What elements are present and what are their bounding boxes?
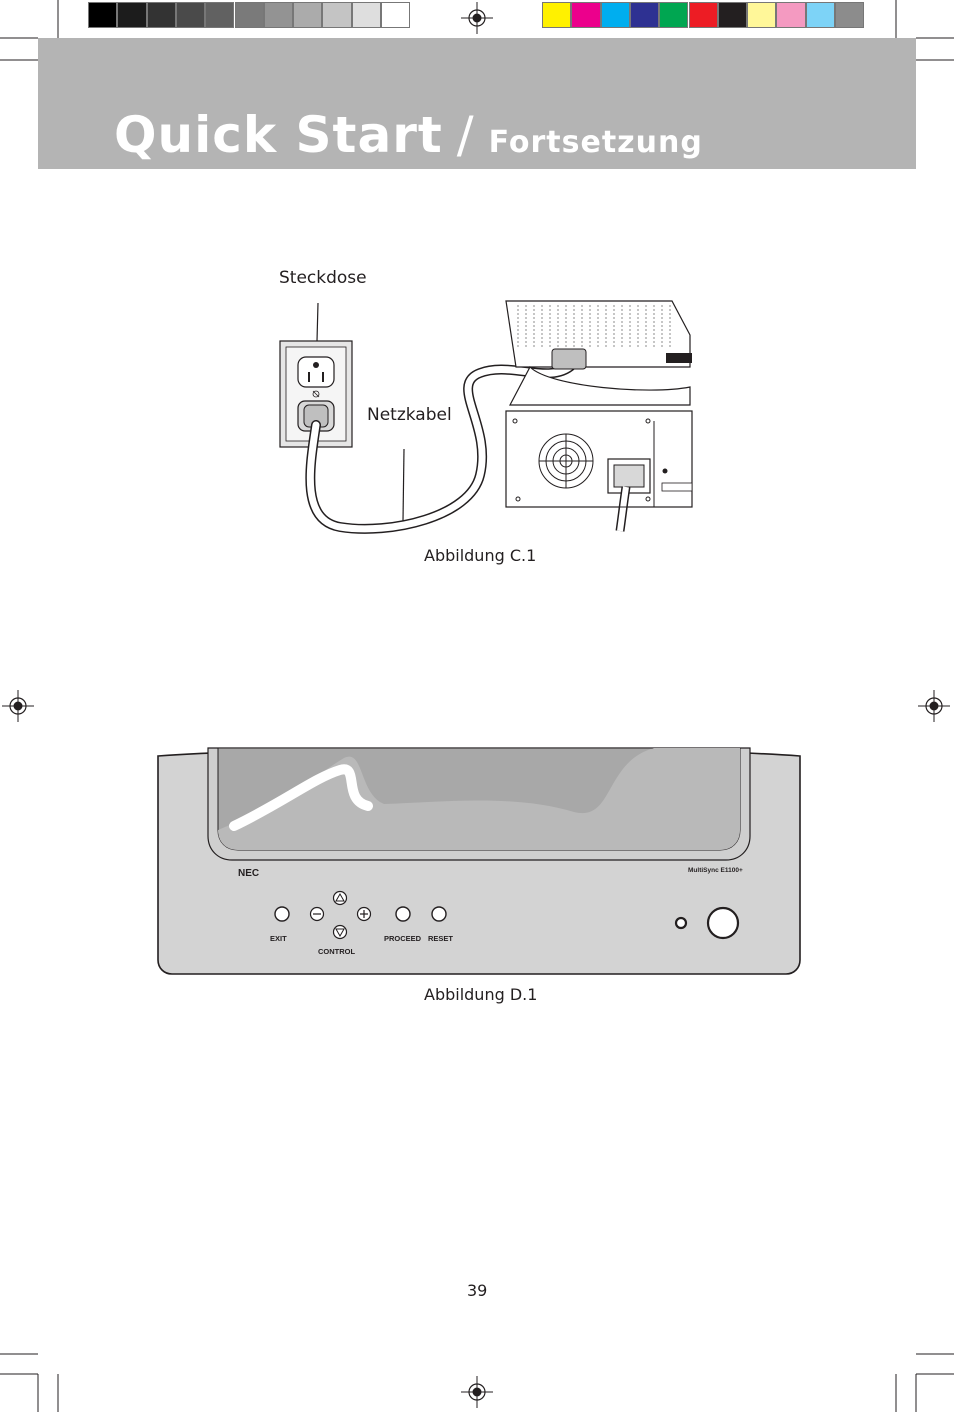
monitor-rear-upper [505, 300, 692, 406]
proceed-label: PROCEED [384, 934, 422, 943]
color-swatch [542, 2, 572, 28]
color-swatch [747, 2, 777, 28]
registration-mark-bottom [461, 1376, 493, 1408]
exit-button [274, 906, 290, 922]
outlet-label: Steckdose [279, 268, 367, 288]
color-swatch [805, 2, 835, 28]
title-slash: / [456, 106, 475, 164]
cable-leader-line [402, 448, 405, 522]
gray-swatch [263, 2, 294, 28]
power-switch [706, 906, 740, 940]
registration-mark-top [461, 2, 493, 34]
gray-swatch [322, 2, 352, 28]
outlet-leader-line [316, 302, 319, 342]
gray-swatch [205, 2, 235, 28]
figure-c1-caption: Abbildung C.1 [424, 546, 537, 565]
color-swatch [835, 2, 865, 28]
reset-label: RESET [428, 934, 453, 943]
registration-mark-right [918, 690, 950, 722]
page-title: Quick Start/ Fortsetzung [114, 106, 703, 164]
reset-button [431, 906, 447, 922]
title-main: Quick Start [114, 106, 443, 164]
color-swatch [629, 2, 660, 28]
cable-label: Netzkabel [367, 405, 452, 425]
control-label: CONTROL [318, 947, 355, 956]
figure-c1-illustration [279, 300, 693, 534]
color-swatch [600, 2, 630, 28]
figure-d1-illustration: NEC MultiSync E1100+ EXIT CONTROL PROCEE… [157, 747, 801, 975]
gray-swatch [146, 2, 176, 28]
header-band [38, 38, 916, 169]
registration-mark-left [2, 690, 34, 722]
proceed-button [395, 906, 411, 922]
gray-swatch [175, 2, 206, 28]
color-swatch [776, 2, 806, 28]
figure-d1-caption: Abbildung D.1 [424, 985, 538, 1004]
gray-swatch [351, 2, 381, 28]
color-swatch [717, 2, 748, 28]
power-led [674, 916, 688, 930]
model-name: MultiSync E1100+ [688, 867, 743, 874]
gray-swatch [293, 2, 323, 28]
gray-swatch [381, 2, 411, 28]
title-sub: Fortsetzung [488, 125, 703, 160]
color-swatch [688, 2, 718, 28]
page-number: 39 [467, 1281, 488, 1300]
exit-label: EXIT [270, 934, 287, 943]
monitor-rear-base [505, 410, 693, 532]
gray-swatch [117, 2, 147, 28]
gray-swatch [234, 2, 264, 28]
wall-outlet [279, 340, 353, 448]
gray-swatch [88, 2, 118, 28]
color-swatch [571, 2, 601, 28]
brand-logo: NEC [238, 868, 259, 879]
color-swatch [659, 2, 689, 28]
power-cord [305, 360, 577, 534]
